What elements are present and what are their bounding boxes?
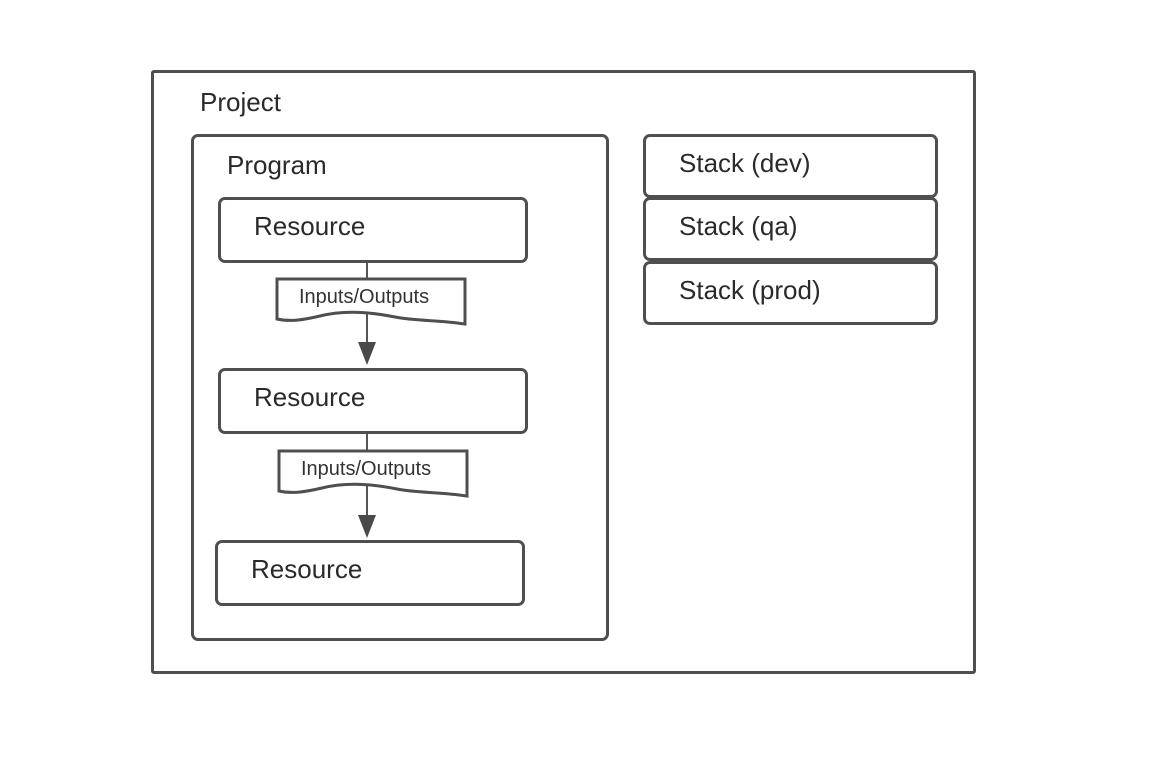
- io-label-2: Inputs/Outputs: [301, 458, 432, 480]
- resource-label: Resource: [254, 211, 366, 241]
- io-label-1: Inputs/Outputs: [299, 286, 430, 308]
- resource-box-3[interactable]: Resource: [215, 540, 525, 606]
- stack-label: Stack (dev): [679, 148, 811, 178]
- stack-label: Stack (qa): [679, 211, 798, 241]
- stack-label: Stack (prod): [679, 275, 821, 305]
- program-label: Program: [227, 150, 327, 180]
- stack-box-prod[interactable]: Stack (prod): [643, 261, 938, 325]
- resource-box-1[interactable]: Resource: [218, 197, 528, 263]
- stack-box-dev[interactable]: Stack (dev): [643, 134, 938, 198]
- resource-label: Resource: [251, 554, 363, 584]
- resource-label: Resource: [254, 382, 366, 412]
- resource-box-2[interactable]: Resource: [218, 368, 528, 434]
- project-label: Project: [200, 87, 281, 117]
- stack-box-qa[interactable]: Stack (qa): [643, 197, 938, 261]
